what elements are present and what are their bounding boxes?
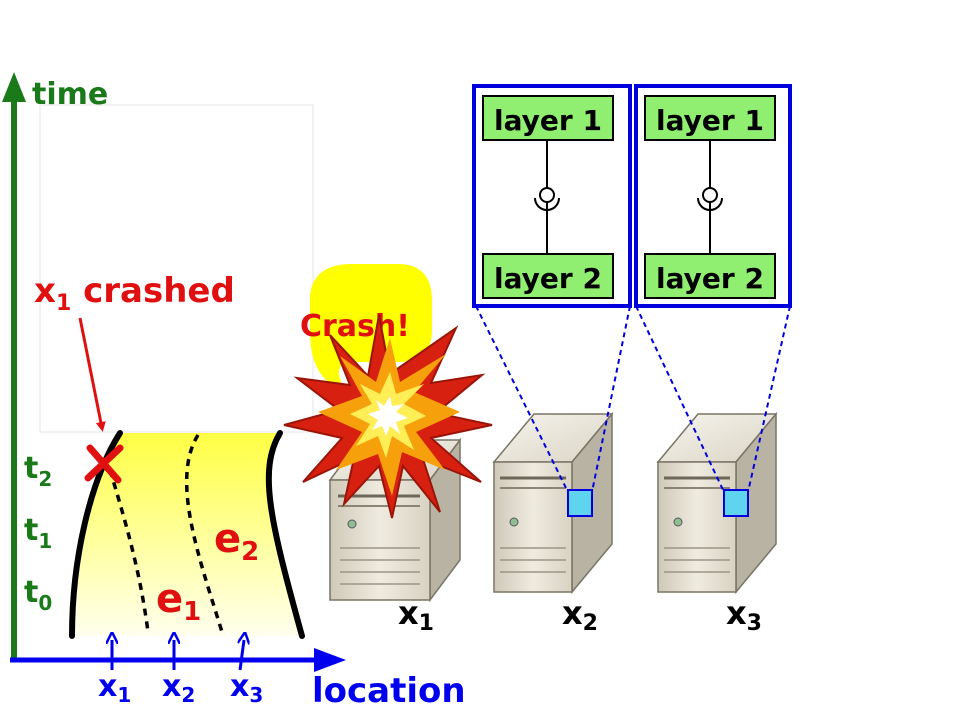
server-label-x1: x1	[398, 594, 434, 636]
crash-bubble-text: Crash!	[300, 309, 410, 344]
highlight-square-x2	[567, 489, 593, 517]
server-x2	[492, 411, 614, 595]
server-label-x2: x2	[562, 594, 598, 636]
layer-stack-2: layer 1 layer 2	[634, 84, 792, 308]
highlight-square-x3	[723, 489, 749, 517]
location-pointer-x3	[240, 640, 244, 671]
region-label-e1: e1	[156, 576, 201, 627]
stack-2-layer-2-box	[644, 253, 776, 299]
layer-stack-1: layer 1 layer 2	[472, 84, 632, 308]
stack-1-connector-icon	[539, 187, 555, 203]
stack-2-layer-1-box	[644, 95, 776, 141]
stack-1-layer-1-box	[482, 95, 614, 141]
zoom-lines	[475, 305, 791, 493]
location-tick-x2: x2	[162, 669, 195, 707]
region-label-e2: e2	[214, 516, 259, 567]
time-tick-t0: t0	[24, 575, 52, 615]
execution-band	[72, 433, 302, 636]
stack-1-layer-1-label: layer 1	[494, 104, 602, 137]
location-axis-arrowhead	[314, 648, 346, 672]
server-x3	[656, 411, 778, 595]
time-axis-arrowhead	[2, 72, 26, 102]
stack-1-layer-2-box	[482, 253, 614, 299]
location-tick-x1: x1	[98, 669, 131, 707]
blank-panel	[39, 104, 314, 433]
time-tick-t1: t1	[24, 513, 52, 553]
stack-2-connector-icon	[702, 187, 718, 203]
crash-speech-bubble	[310, 264, 432, 398]
crashed-annotation: x1 crashed	[34, 271, 235, 316]
stack-2-layer-2-label: layer 2	[656, 262, 764, 295]
band-left-boundary	[69, 430, 123, 639]
explosion-core	[368, 396, 408, 436]
worldline-x2	[184, 434, 224, 633]
stack-1-layer-2-label: layer 2	[494, 262, 602, 295]
crash-x-mark	[84, 444, 124, 484]
location-axis-label: location	[312, 671, 466, 711]
band-right-boundary	[265, 430, 305, 639]
stack-2-layer-1-label: layer 1	[656, 104, 764, 137]
worldline-x1	[108, 469, 150, 633]
server-label-x3: x3	[726, 594, 762, 636]
crashed-pointer-arrow	[78, 317, 106, 432]
time-tick-t2: t2	[24, 451, 52, 491]
location-tick-x3: x3	[230, 669, 263, 707]
time-axis-label: time	[32, 77, 108, 112]
